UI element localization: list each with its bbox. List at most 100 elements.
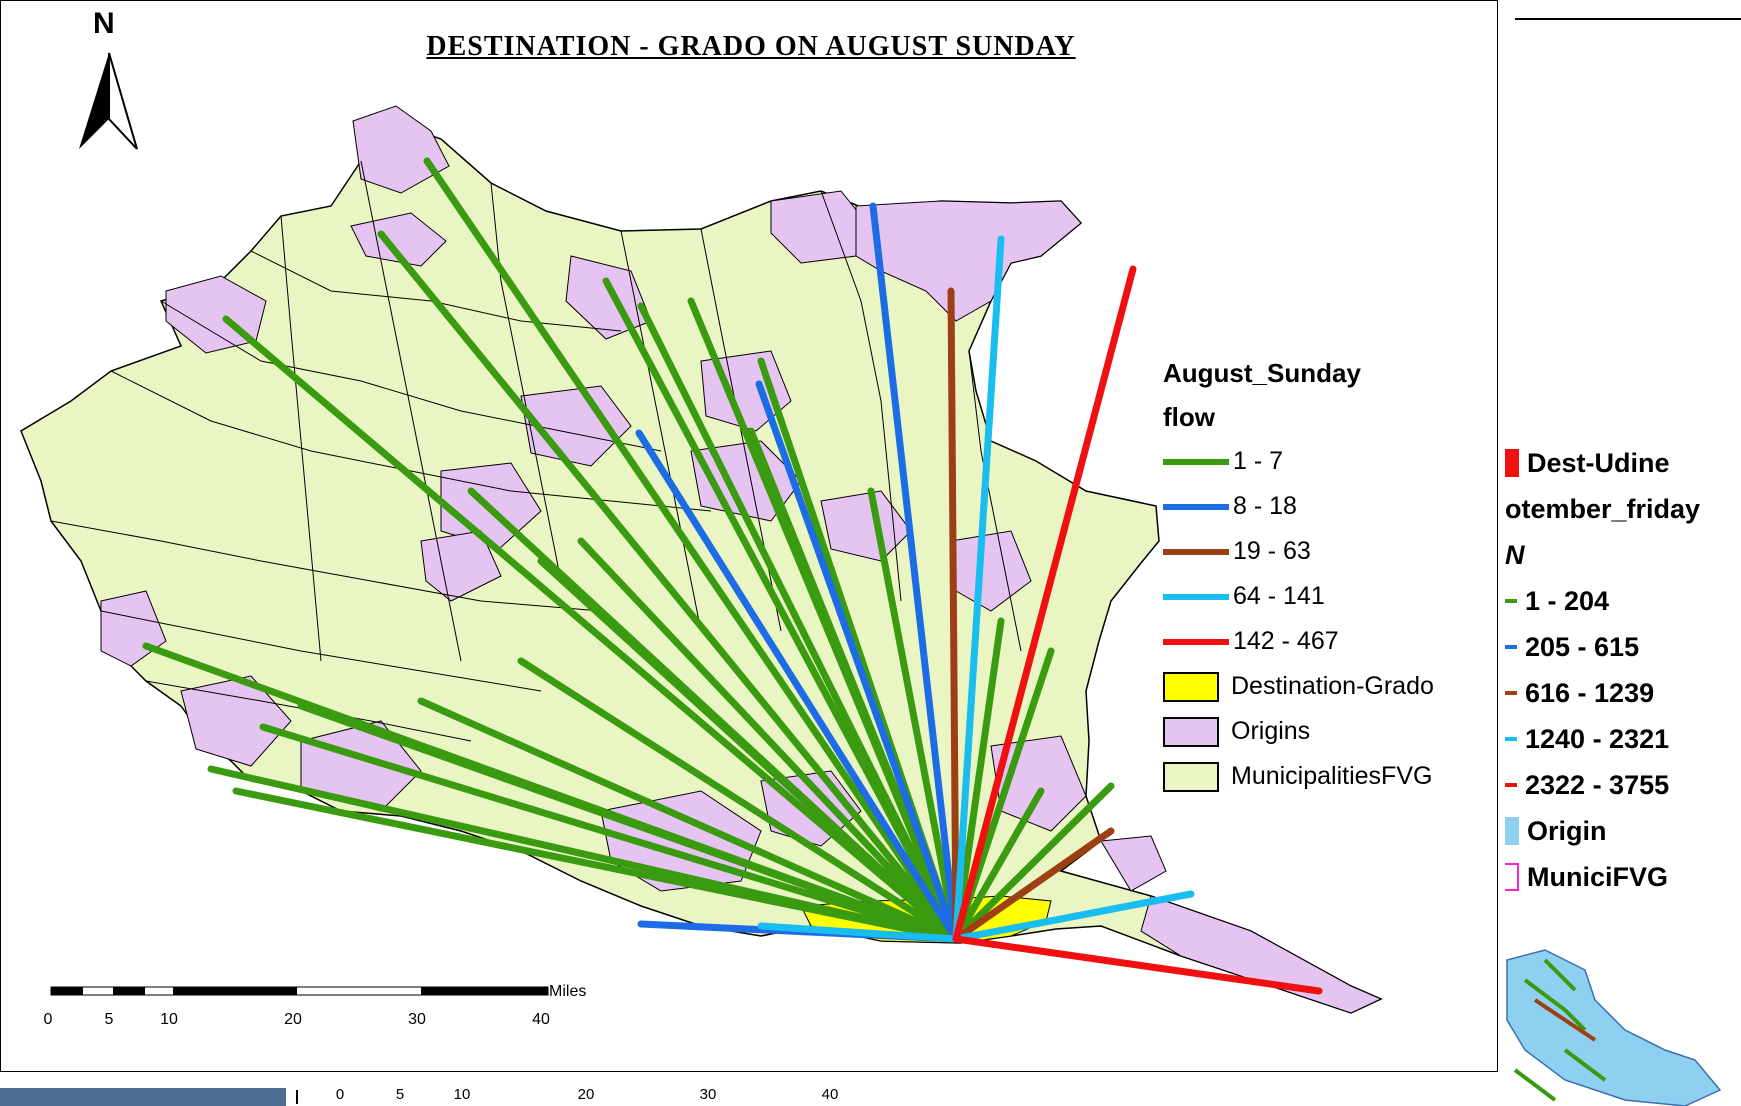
legend-swatch [1505,863,1519,891]
legend-label: MunicipalitiesFVG [1231,762,1433,790]
secondary-legend-item: 616 - 1239 [1505,670,1700,716]
north-label: N [93,7,115,40]
flow-line [952,890,1195,943]
flow-line [952,265,1137,943]
legend-subtitle: flow [1163,402,1215,432]
flow-line [757,922,960,943]
legend-item: 64 - 141 [1163,574,1434,619]
scale-tick-label: 0 [43,1011,53,1028]
legend-label: Destination-Grado [1231,672,1434,700]
secondary-legend-label: Dest-Udine [1527,447,1670,478]
flow-line [952,617,1005,943]
legend-item: MunicipalitiesFVG [1163,754,1434,799]
flow-line [297,702,960,943]
scale-tick-label: 40 [532,1011,550,1028]
bottom-scale-label: 0 [335,1086,345,1103]
bottom-scale-label: 30 [699,1086,717,1103]
flow-line [537,557,960,943]
divider [1515,18,1741,20]
legend-swatch [1505,645,1517,649]
flow-line [417,697,960,943]
legend-title: August_Sunday [1163,358,1361,388]
secondary-legend-item: Origin [1505,808,1700,854]
secondary-legend-item: MuniciFVG [1505,854,1700,900]
scale-bar [50,986,549,996]
map-canvas [20,52,1383,1014]
bottom-scale-label: 10 [453,1086,471,1103]
bottom-scale-label: 5 [395,1086,405,1103]
secondary-legend-item: 1240 - 2321 [1505,716,1700,762]
bottom-scale-label: 40 [821,1086,839,1103]
secondary-legend-label: 205 - 615 [1525,631,1640,662]
legend-swatch [1505,817,1519,845]
legend-item: Origins [1163,709,1434,754]
legend-label: Origins [1231,717,1311,745]
flow-line [517,657,960,943]
legend: August_Sunday flow 1 - 7 8 - 18 19 - 63 64 … [1163,351,1434,799]
flow-line [232,787,960,943]
scale-tick-label: 10 [160,1011,178,1028]
secondary-legend-item: Dest-Udine [1505,440,1700,486]
flow-line [259,723,960,943]
legend-line-swatch [1163,638,1229,645]
legend-label: 8 - 18 [1233,492,1297,520]
legend-label: 142 - 467 [1233,627,1339,655]
legend-item: 19 - 63 [1163,529,1434,574]
legend-box-swatch [1163,761,1219,792]
flow-line [952,235,1005,943]
scale-tick-label: 5 [104,1011,114,1028]
legend-line-swatch [1163,548,1229,555]
legend-line-swatch [1163,593,1229,600]
secondary-legend-item: otember_friday [1505,486,1700,532]
flow-line [952,787,1045,943]
bottom-scale-label: 20 [577,1086,595,1103]
secondary-legend-label: Origin [1527,815,1607,846]
inset-map [1506,949,1722,1106]
secondary-legend-label: N [1505,539,1525,570]
secondary-legend-item: 2322 - 3755 [1505,762,1700,808]
legend-swatch [1505,783,1517,787]
flow-line [952,935,1323,995]
legend-swatch [1505,599,1517,603]
legend-label: 1 - 7 [1233,447,1284,475]
scale-tick-label: 20 [284,1011,302,1028]
flow-line [755,380,960,943]
flow-line [947,287,960,943]
legend-item: Destination-Grado [1163,664,1434,709]
flow-line [577,537,960,943]
legend-box-swatch [1163,671,1219,702]
flow-lines [142,157,1323,995]
secondary-legend-item: 205 - 615 [1505,624,1700,670]
map-frame: DESTINATION - GRADO ON AUGUST SUNDAY N A… [0,0,1498,1072]
flow-line [635,429,960,943]
flow-line [747,427,960,943]
flow-line [637,302,960,943]
legend-label: 64 - 141 [1233,582,1325,610]
legend-item: 8 - 18 [1163,484,1434,529]
flow-line [423,157,960,943]
legend-item: 1 - 7 [1163,439,1434,484]
legend-label: 19 - 63 [1233,537,1311,565]
scale-tick-label: 30 [408,1011,426,1028]
legend-swatch [1505,691,1517,695]
legend-line-swatch [1163,458,1229,465]
flow-line [869,202,960,943]
legend-swatch [1505,737,1517,741]
legend-box-swatch [1163,716,1219,747]
bottom-bar [0,1088,286,1106]
flow-line [377,230,960,943]
secondary-legend-label: 1 - 204 [1525,585,1610,616]
secondary-legend-item: N [1505,532,1700,578]
flow-line [952,827,1115,943]
flow-line [952,782,1115,943]
scale-unit-label: Miles [549,983,587,1000]
bottom-tick [296,1090,298,1104]
map-title: DESTINATION - GRADO ON AUGUST SUNDAY [426,31,1076,62]
north-arrow [79,52,138,150]
secondary-legend-label: otember_friday [1505,493,1701,524]
legend-swatch [1505,449,1519,477]
secondary-legend-label: 616 - 1239 [1525,677,1655,708]
secondary-legend-label: 1240 - 2321 [1525,723,1670,754]
